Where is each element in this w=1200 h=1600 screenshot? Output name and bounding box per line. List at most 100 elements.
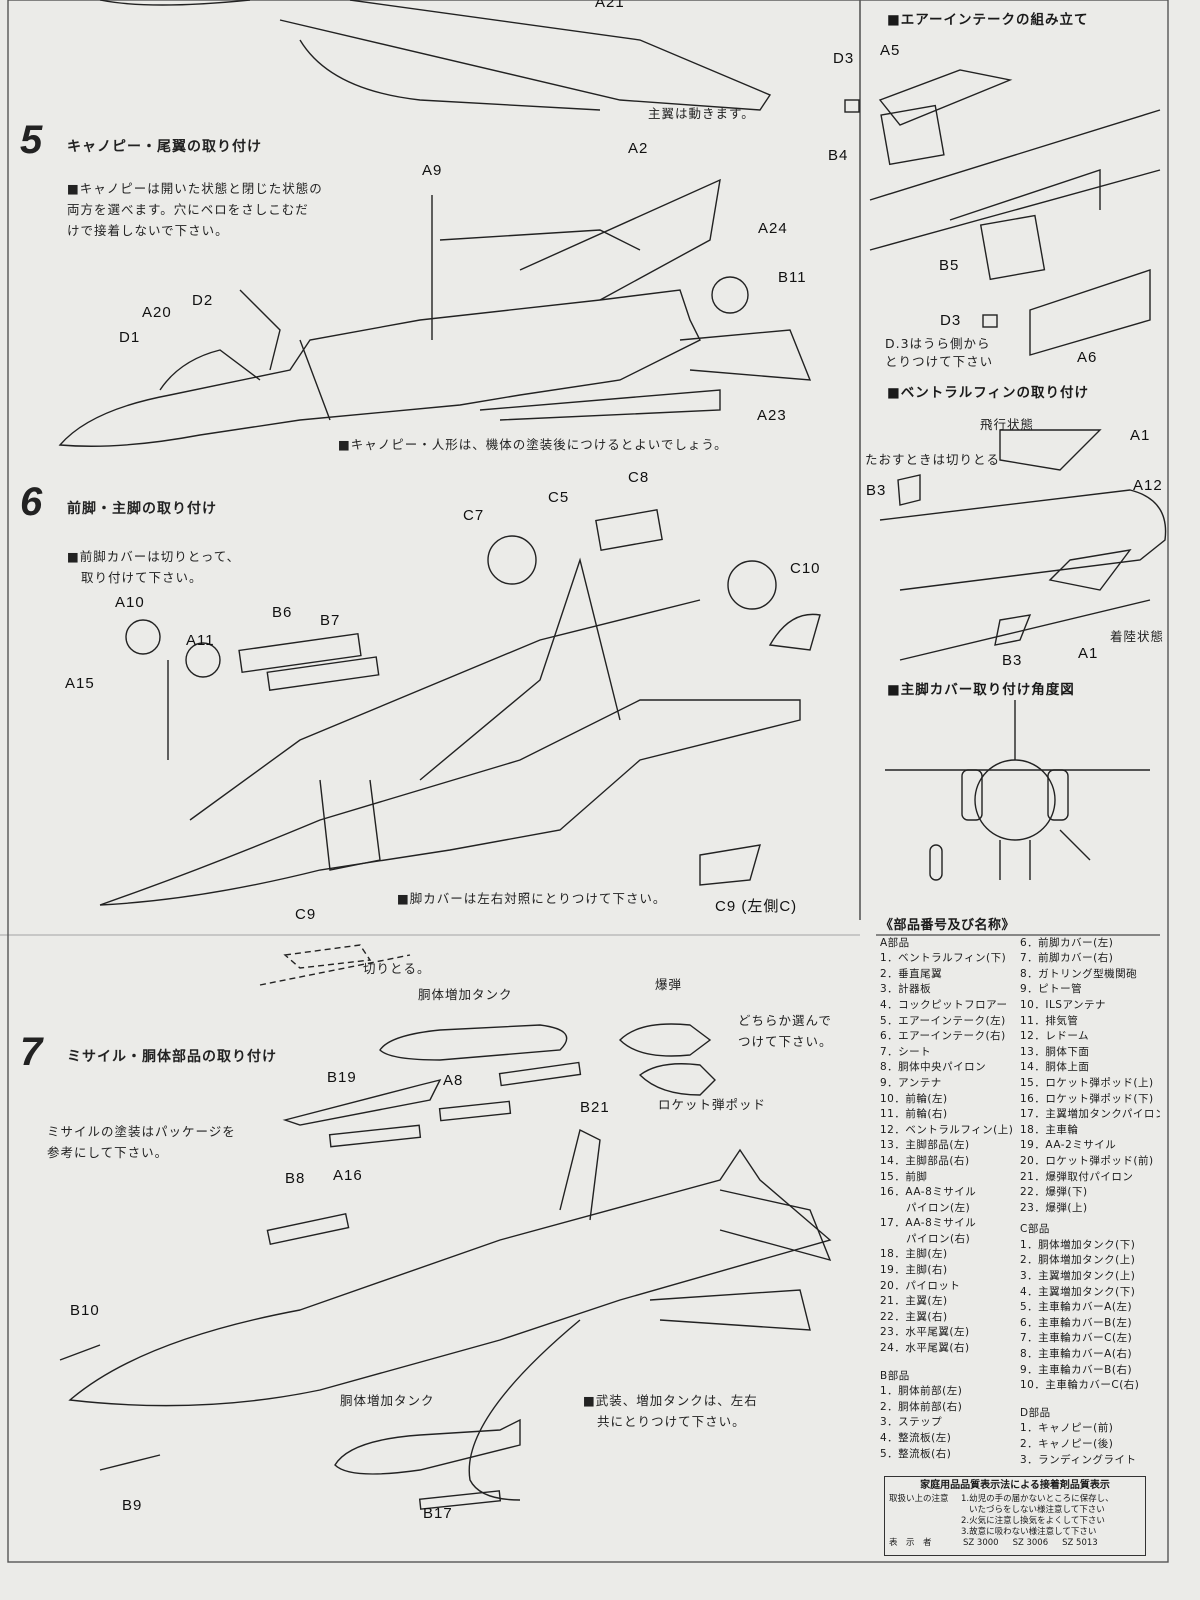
part-label-c8: C8: [628, 469, 650, 486]
parts-list-item: 13．主脚部品(左): [880, 1139, 970, 1152]
parts-list-item: 3．主翼増加タンク(上): [1020, 1270, 1136, 1283]
parts-list-item: 20．ロケット弾ポッド(前): [1020, 1154, 1154, 1167]
note-line: ■キャノピーは開いた状態と閉じた状態の: [67, 181, 323, 196]
choose-one-note: どちらか選んで つけて下さい。: [738, 1010, 833, 1052]
note-line: とりつけて下さい: [885, 354, 994, 369]
part-label-b9: B9: [122, 1497, 143, 1514]
step-6-number: 6: [20, 480, 43, 524]
step6-aircraft-drawing: [99, 509, 821, 906]
parts-list-item: 1．胴体前部(左): [880, 1385, 963, 1398]
part-label-b5: B5: [939, 257, 960, 274]
parts-list-item: 6．前脚カバー(左): [1020, 936, 1114, 949]
d3-note: D.3はうら側から とりつけて下さい: [885, 335, 993, 371]
wing-moves-note: 主翼は動きます。: [648, 106, 755, 121]
note-line: D.3はうら側から: [885, 336, 991, 351]
landing-state-label: 着陸状態: [1110, 629, 1165, 644]
parts-list-item: 16．AA-8ミサイル: [880, 1186, 977, 1199]
note-line: けで接着しないで下さい。: [67, 223, 229, 238]
part-label-b7: B7: [320, 612, 341, 629]
part-label-a21: A21: [595, 0, 625, 11]
parts-list-item: 16．ロケット弾ポッド(下): [1020, 1092, 1154, 1105]
part-label-b8: B8: [285, 1170, 306, 1187]
quality-box-title: 家庭用品品質表示法による接着剤品質表示: [920, 1480, 1110, 1491]
parts-list-item: 5．エアーインテーク(左): [880, 1014, 1006, 1027]
parts-list-item: 5．主車輪カバーA(左): [1020, 1301, 1133, 1314]
fuselage-tank-lower-label: 胴体増加タンク: [340, 1393, 435, 1408]
parts-list-item: 11．前輪(右): [880, 1108, 948, 1121]
parts-list-item: 2．胴体増加タンク(上): [1020, 1254, 1136, 1267]
parts-list-item: 22．爆弾(下): [1020, 1186, 1088, 1199]
step7-aircraft-drawing: [59, 1023, 832, 1510]
part-label-c9: C9: [295, 906, 317, 923]
part-label-a16: A16: [333, 1167, 363, 1184]
parts-list-item: 9．ピトー管: [1020, 983, 1083, 996]
part-label-d1: D1: [119, 329, 141, 346]
part-label-a6: A6: [1077, 349, 1098, 366]
bomb-label: 爆弾: [655, 977, 683, 992]
parts-list-title: 《部品番号及び名称》: [880, 918, 1016, 933]
step-5-number: 5: [20, 118, 43, 162]
parts-list-item: 1．胴体増加タンク(下): [1020, 1238, 1136, 1251]
part-label-a11: A11: [186, 632, 215, 649]
part-label-d3: D3: [833, 50, 855, 67]
step-7-number: 7: [20, 1030, 43, 1074]
fuselage-tank-label: 胴体増加タンク: [418, 987, 513, 1002]
product-code: SZ 5013: [1062, 1538, 1098, 1548]
step-7-title: ミサイル・胴体部品の取り付け: [67, 1049, 277, 1065]
part-label-a15: A15: [65, 675, 95, 692]
parts-list-item: 3．ランディングライト: [1020, 1453, 1137, 1466]
note-line: どちらか選んで: [738, 1013, 832, 1028]
parts-list-item: 12．ベントラルフィン(上): [880, 1123, 1014, 1136]
adhesive-quality-box: 家庭用品品質表示法による接着剤品質表示 取扱い上の注意 1.幼児の手の届かないと…: [884, 1476, 1146, 1556]
parts-list-item: 19．主脚(右): [880, 1264, 948, 1277]
parts-list-item: 7．シート: [880, 1045, 932, 1058]
parts-list-item: 1．キャノピー(前): [1020, 1422, 1114, 1435]
part-label-b21: B21: [580, 1099, 610, 1116]
weapons-note: ■武装、増加タンクは、左右 共にとりつけて下さい。: [583, 1390, 758, 1432]
parts-list-item: 10．ILSアンテナ: [1020, 998, 1107, 1011]
part-label-b3: B3: [866, 482, 887, 499]
part-label-a23: A23: [757, 407, 787, 424]
parts-list-item: 4．整流板(左): [880, 1432, 952, 1444]
caution-label: 取扱い上の注意: [889, 1494, 949, 1504]
step-6-title: 前脚・主脚の取り付け: [67, 501, 217, 517]
parts-list-item: 23．爆弾(上): [1020, 1201, 1088, 1214]
parts-list-item: 23．水平尾翼(左): [880, 1326, 970, 1339]
parts-group-header: B部品: [880, 1369, 910, 1382]
parts-list-item: 22．主翼(右): [880, 1310, 948, 1323]
caution-line: 3.故意に吸わない様注意して下さい: [961, 1527, 1097, 1537]
parts-list-item: 10．主車輪カバーC(右): [1020, 1379, 1140, 1392]
part-label-c5: C5: [548, 489, 570, 506]
note-line: つけて下さい。: [738, 1034, 833, 1049]
parts-list-item: 6．主車輪カバーB(左): [1020, 1316, 1133, 1329]
part-label-a9: A9: [422, 162, 443, 179]
part-label-b19: B19: [327, 1069, 357, 1086]
page-border: [7, 0, 1169, 1563]
parts-list-item: 20．パイロット: [880, 1279, 961, 1292]
parts-list-item: 2．キャノピー(後): [1020, 1438, 1114, 1450]
parts-list-item: 8．ガトリング型機関砲: [1020, 967, 1138, 980]
parts-list-item: 4．コックピットフロアー: [880, 998, 1008, 1011]
step-5-title: キャノピー・尾翼の取り付け: [67, 139, 262, 155]
step-5-canopy-note: ■キャノピーは開いた状態と閉じた状態の 両方を選べます。穴にベロをさしこむだ け…: [67, 178, 323, 241]
parts-list-item: 17．AA-8ミサイル: [880, 1217, 977, 1230]
flight-state-label: 飛行状態: [980, 417, 1035, 432]
parts-list-item: 11．排気管: [1020, 1014, 1079, 1027]
part-label-b4: B4: [828, 147, 849, 164]
parts-list-item: 3．ステップ: [880, 1416, 943, 1429]
c9-cut-part: [259, 944, 411, 986]
part-label-c7: C7: [463, 507, 485, 524]
part-label-b17: B17: [423, 1505, 453, 1522]
step-6-cover-note: ■脚カバーは左右対照にとりつけて下さい。: [397, 891, 667, 906]
note-line: ■前脚カバーは切りとって、: [67, 549, 241, 564]
part-label-d3-second: D3: [940, 312, 962, 329]
parts-list-item: 15．前脚: [880, 1170, 928, 1183]
part-label-a5: A5: [880, 42, 901, 59]
caution-line: 1.幼児の手の届かないところに保存し、: [961, 1494, 1114, 1504]
intake-assembly-drawing: [844, 69, 1161, 356]
part-label-b6: B6: [272, 604, 293, 621]
caution-line: いたづらをしない様注意して下さい: [969, 1505, 1105, 1515]
